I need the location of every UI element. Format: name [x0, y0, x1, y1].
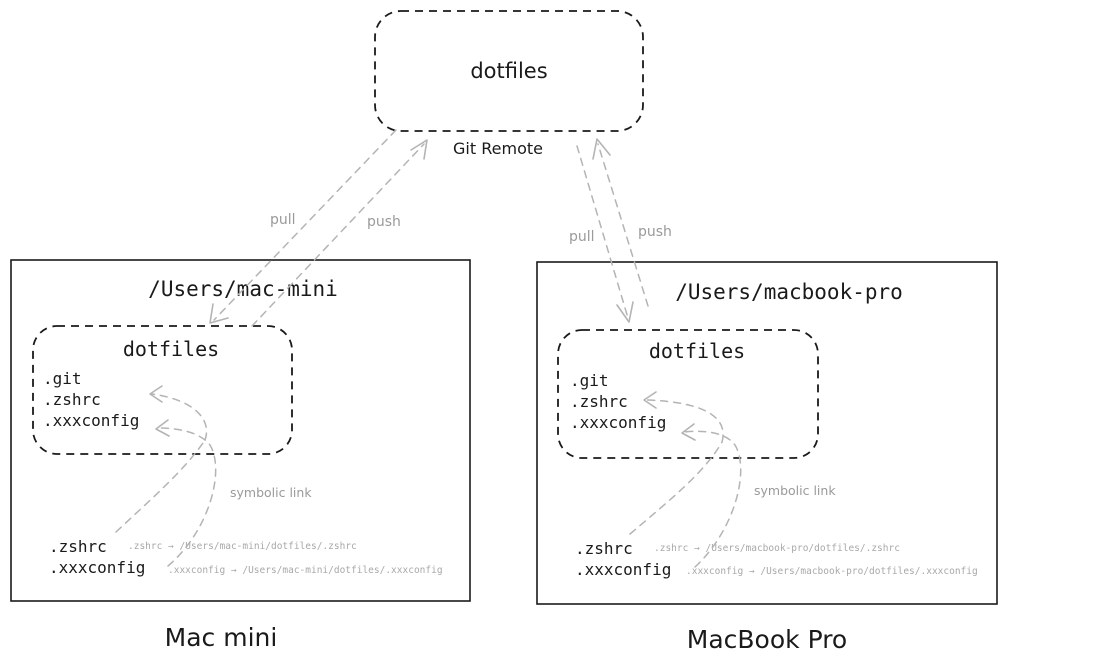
mac-mini-push-arrow	[251, 143, 425, 327]
mac-mini-repo-file-git: .git	[43, 369, 82, 388]
macbook-pro-zshrc-link-target: .zshrc → /Users/macbook-pro/dotfiles/.zs…	[654, 543, 900, 554]
mac-mini-pull-arrowhead	[209, 303, 229, 324]
macbook-pro-repo-file-git: .git	[570, 371, 609, 390]
macbook-pro-repo-file-xxxconfig: .xxxconfig	[570, 413, 666, 432]
macbook-pro-pull-arrow	[576, 145, 629, 319]
mac-mini-pull-label: pull	[270, 212, 296, 228]
mac-mini-symbolic-link-label: symbolic link	[230, 485, 312, 500]
macbook-pro-push-arrowhead	[592, 138, 611, 160]
macbook-pro-home-path: /Users/macbook-pro	[675, 280, 903, 304]
macbook-pro-zshrc-arrowhead	[643, 391, 657, 409]
mac-mini-home-file-zshrc: .zshrc	[49, 537, 107, 556]
mac-mini-zshrc-link-target: .zshrc → /Users/mac-mini/dotfiles/.zshrc	[128, 541, 357, 552]
mac-mini-zshrc-arrowhead	[149, 385, 163, 403]
macbook-pro-zshrc-symlink-arrow-curve	[645, 399, 724, 443]
mac-mini-pull-arrow	[213, 129, 397, 321]
mac-mini-push-arrowhead	[410, 139, 428, 160]
mac-mini-repo-file-zshrc: .zshrc	[43, 390, 101, 409]
mac-mini-dotfiles-box	[32, 325, 293, 455]
mac-mini-zshrc-symlink-arrow	[115, 439, 206, 533]
macbook-pro-zshrc-symlink-arrow	[629, 441, 723, 535]
macbook-pro-dotfiles-box	[557, 329, 819, 459]
macbook-pro-dotfiles-title: dotfiles	[649, 339, 745, 363]
macbook-pro-caption: MacBook Pro	[687, 625, 847, 654]
mac-mini-push-label: push	[367, 214, 401, 230]
mac-mini-machine-box	[10, 259, 471, 602]
macbook-pro-pull-arrowhead	[616, 301, 634, 323]
macbook-pro-push-label: push	[638, 224, 672, 240]
macbook-pro-home-file-xxxconfig: .xxxconfig	[575, 560, 671, 579]
mac-mini-caption: Mac mini	[165, 623, 278, 652]
mac-mini-zshrc-symlink-arrow-curve	[151, 393, 208, 441]
mac-mini-repo-file-xxxconfig: .xxxconfig	[43, 411, 139, 430]
mac-mini-xxxconfig-arrowhead	[155, 419, 170, 437]
macbook-pro-xxxconfig-arrowhead	[681, 423, 696, 441]
mac-mini-dotfiles-title: dotfiles	[123, 337, 219, 361]
macbook-pro-machine-box	[536, 261, 998, 605]
macbook-pro-repo-file-zshrc: .zshrc	[570, 392, 628, 411]
macbook-pro-symbolic-link-label: symbolic link	[754, 483, 836, 498]
mac-mini-home-file-xxxconfig: .xxxconfig	[49, 558, 145, 577]
remote-dotfiles-title: dotfiles	[470, 59, 547, 83]
macbook-pro-xxxconfig-link-target: .xxxconfig → /Users/macbook-pro/dotfiles…	[686, 566, 978, 577]
mac-mini-xxxconfig-link-target: .xxxconfig → /Users/mac-mini/dotfiles/.x…	[168, 565, 443, 576]
macbook-pro-push-arrow	[597, 143, 649, 307]
macbook-pro-home-file-zshrc: .zshrc	[575, 539, 633, 558]
macbook-pro-xxxconfig-symlink-arrow	[683, 430, 742, 568]
mac-mini-xxxconfig-symlink-arrow	[157, 427, 217, 567]
git-remote-label: Git Remote	[453, 139, 543, 158]
macbook-pro-pull-label: pull	[569, 229, 595, 245]
